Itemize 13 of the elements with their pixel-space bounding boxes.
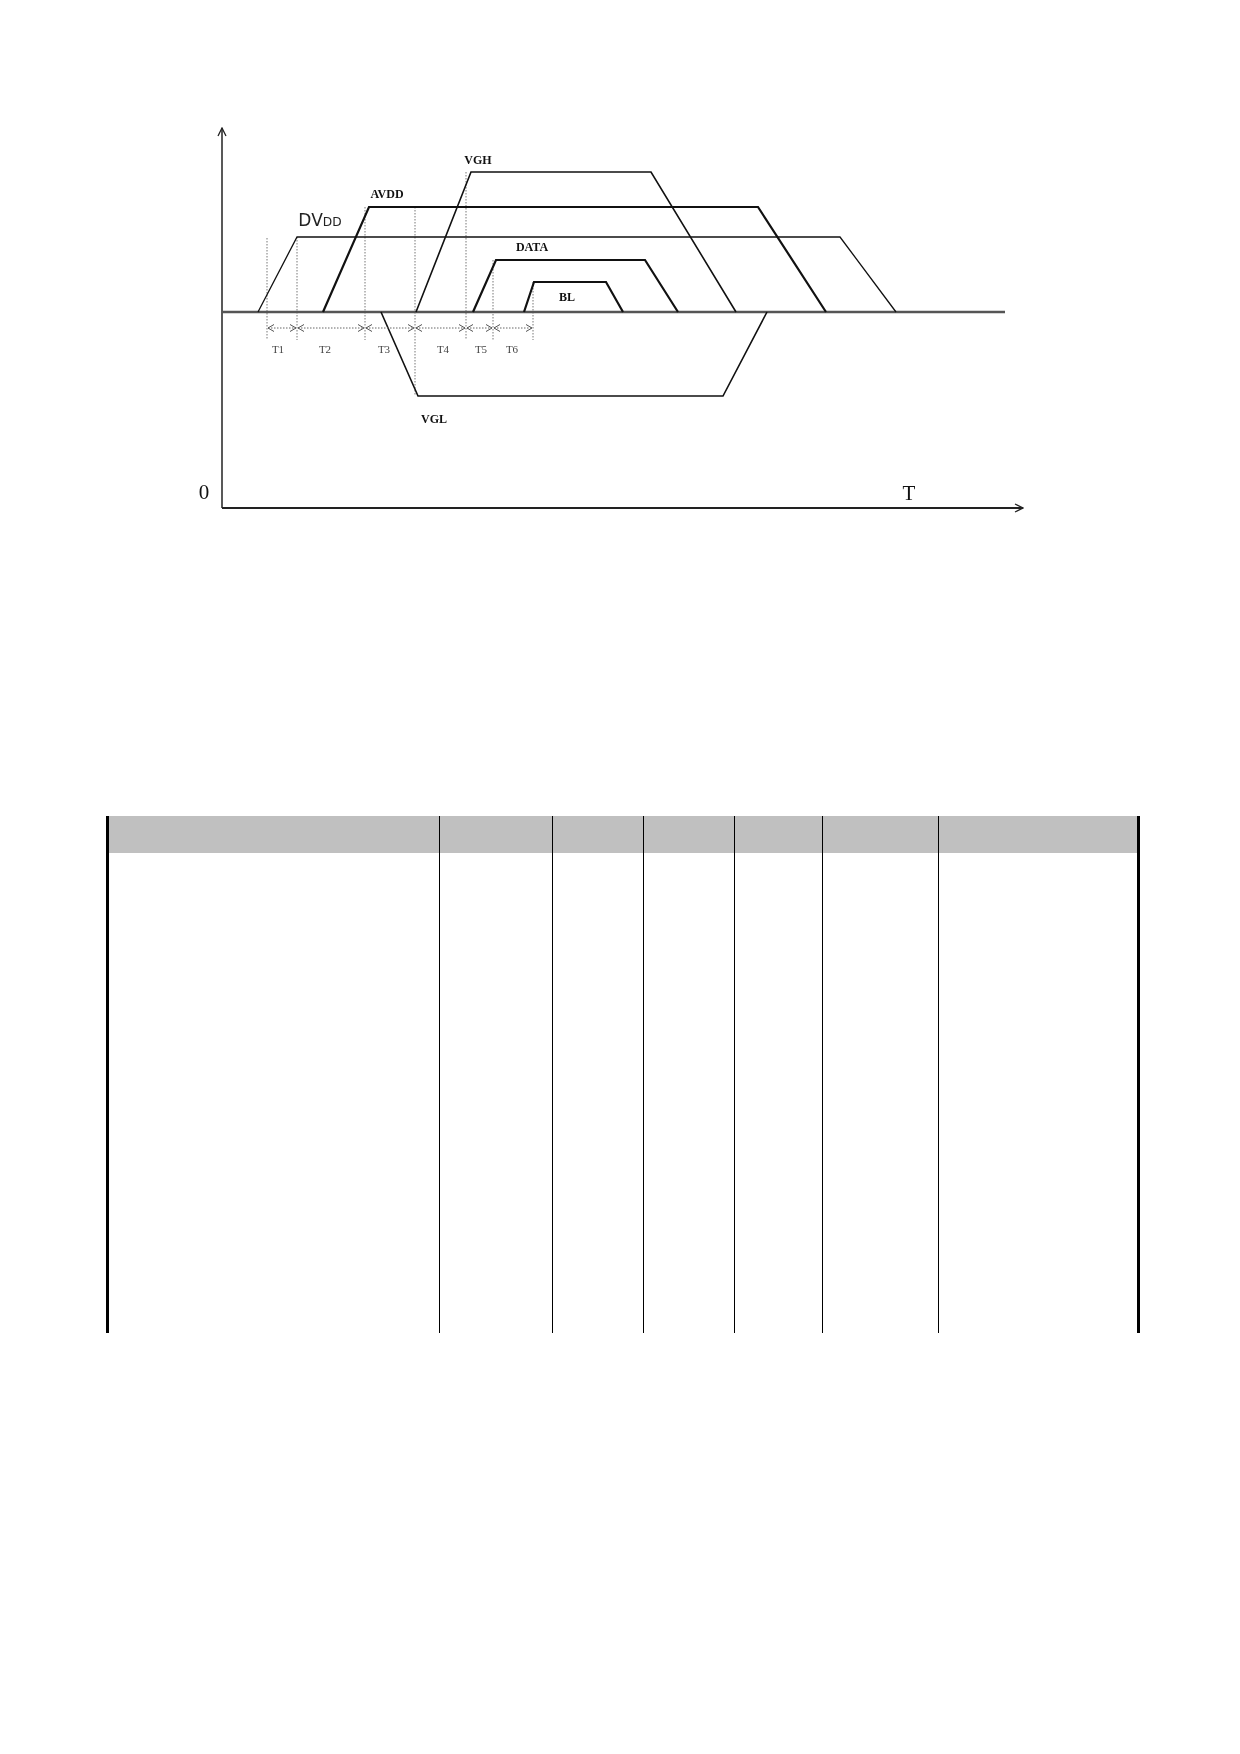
signal-label: DATA bbox=[515, 241, 549, 253]
signal-label: VGL bbox=[421, 413, 447, 425]
interval-label: T1 bbox=[271, 343, 285, 355]
axis-label: T bbox=[902, 482, 916, 504]
signal-label: VGH bbox=[464, 154, 492, 166]
interval-label: T2 bbox=[318, 343, 332, 355]
interval-label: T4 bbox=[436, 343, 450, 355]
signal-label: BL bbox=[559, 291, 575, 303]
interval-label: T6 bbox=[505, 343, 519, 355]
signal-label: AVDD bbox=[370, 188, 404, 200]
axis-label: 0 bbox=[198, 481, 210, 503]
interval-label: T3 bbox=[377, 343, 391, 355]
interval-label: T5 bbox=[474, 343, 488, 355]
